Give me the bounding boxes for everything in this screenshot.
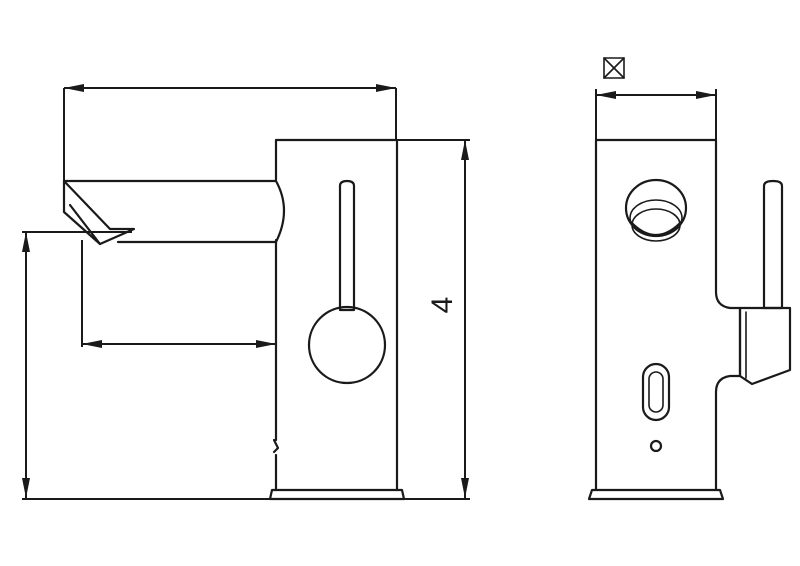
- sensor-dot: [272, 438, 280, 454]
- sensor-window-inner: [648, 371, 664, 413]
- sensor-window: [641, 362, 671, 422]
- side-view: 4: [22, 84, 470, 501]
- indicator-light: [649, 439, 663, 453]
- spout-tip-lower: [68, 203, 102, 246]
- crossed-square-icon: [603, 57, 625, 79]
- lever-knob: [307, 305, 387, 385]
- faucet-body-outline: [274, 138, 399, 492]
- dimension-label-height: 4: [426, 297, 459, 314]
- lever-handle: [338, 179, 356, 312]
- spout-aerator: [62, 179, 136, 246]
- spout-outline: [62, 179, 286, 244]
- aerator-opening: [624, 178, 688, 242]
- front-lever-handle: [738, 179, 792, 386]
- front-view: [587, 57, 792, 501]
- front-base-plate: [587, 488, 725, 501]
- front-body-outline: [594, 138, 742, 492]
- base-plate: [268, 488, 406, 501]
